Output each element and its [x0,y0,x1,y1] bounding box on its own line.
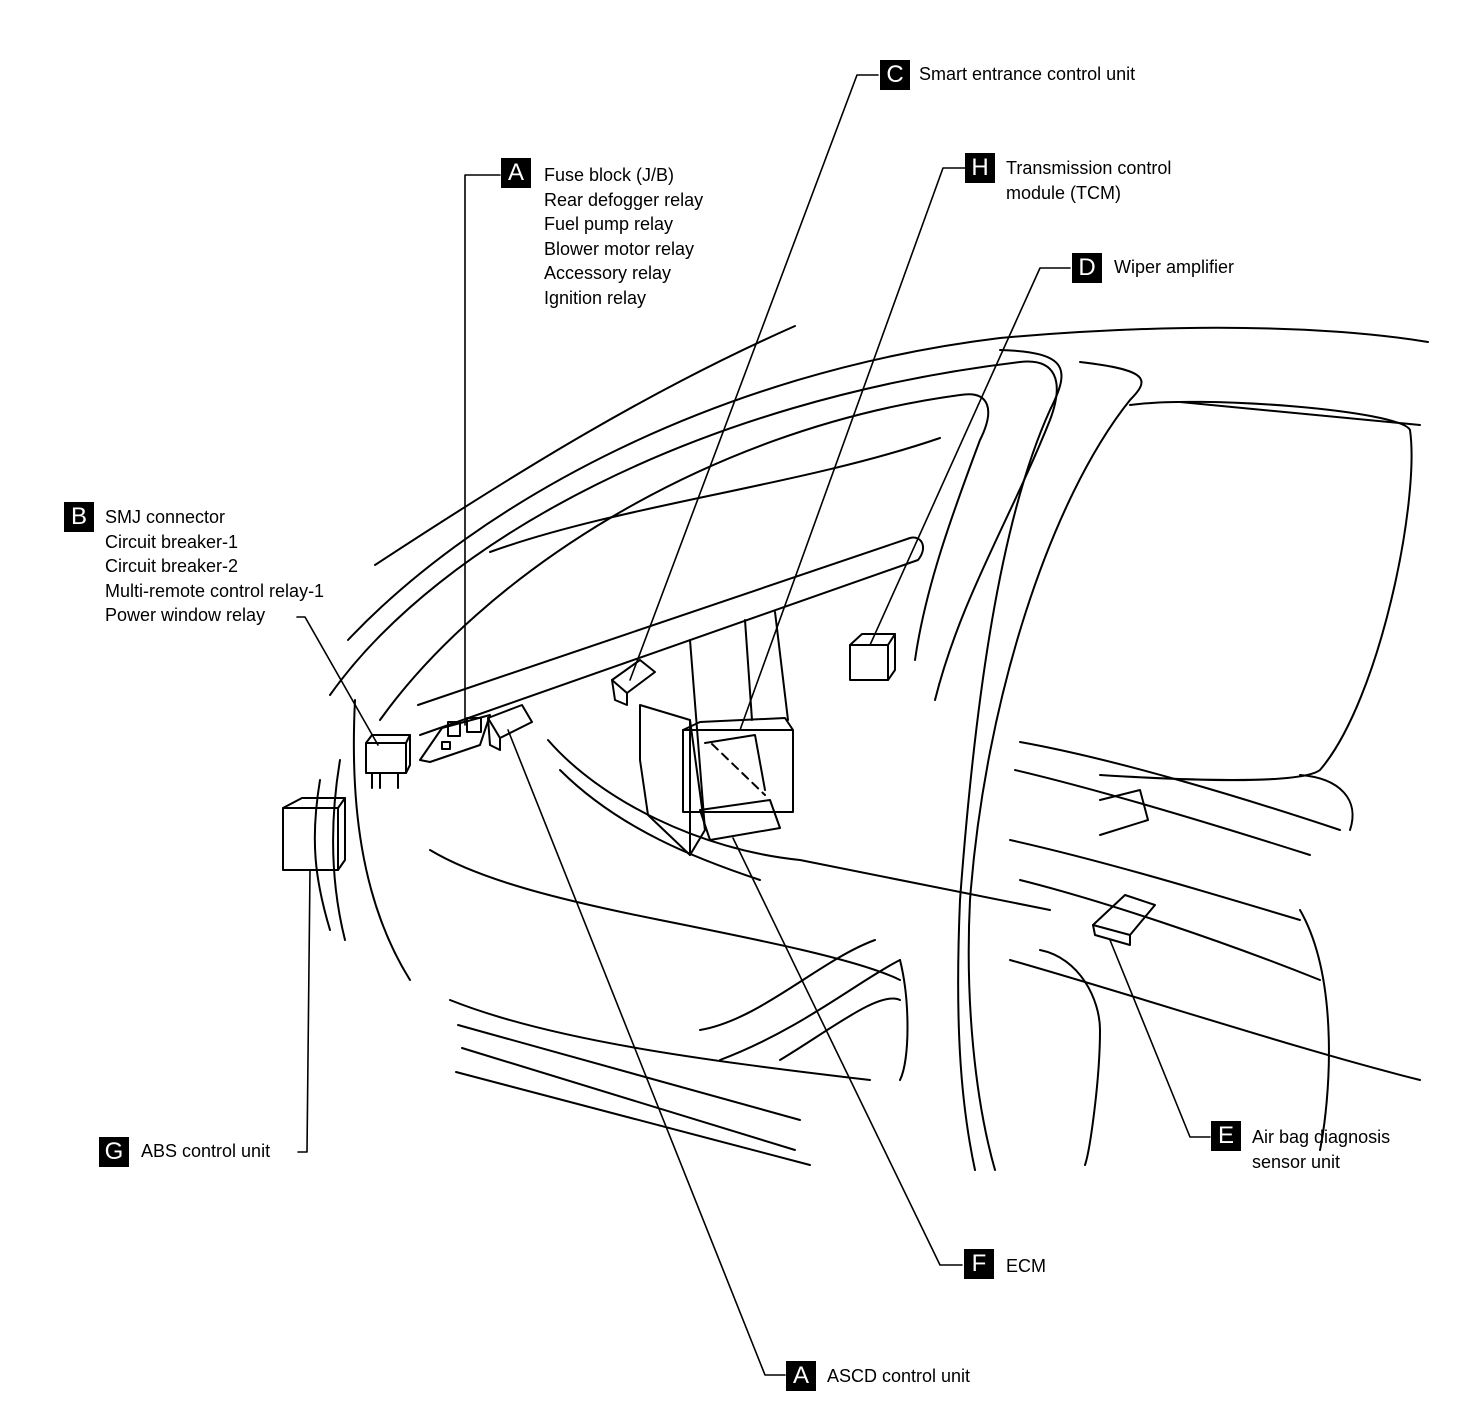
callout-labels-d: Wiper amplifier [1114,255,1234,280]
ecm-base [699,799,781,841]
leader-line-a-top [464,174,501,726]
airbag-sensor-box [1092,894,1156,946]
callout-letter-f: F [964,1249,994,1279]
callout-labels-g: ABS control unit [141,1139,270,1164]
label-wiper-amplifier: Wiper amplifier [1114,257,1235,277]
callout-labels-b: SMJ connector Circuit breaker-1 Circuit … [105,505,324,628]
kick-panel [313,699,411,981]
leader-line-d [869,267,1071,646]
door-pillar [957,349,1421,1171]
label-abs-control-unit: ABS control unit [141,1141,271,1161]
label-module-tcm: module (TCM) [1006,182,1122,203]
dashboard-outline [417,437,1051,981]
leader-line-g [297,869,311,1153]
leader-line-h [739,167,966,731]
fuse-block-box [419,714,491,763]
leader-line-c [629,74,879,681]
smart-entrance-unit-box [611,659,656,706]
ascd-control-unit-box [487,704,533,751]
components [282,633,1156,946]
label-fuel-pump-relay: Fuel pump relay [544,214,674,235]
label-ignition-relay: Ignition relay [544,287,647,308]
callout-letter-h: H [965,153,995,183]
center-console [639,611,789,856]
windshield-outline [329,325,1429,721]
wiper-amplifier-box [849,633,896,681]
label-rear-defogger-relay: Rear defogger relay [544,189,704,210]
smj-connector-box [365,734,411,789]
label-circuit-breaker-1: Circuit breaker-1 [105,531,239,552]
callout-letter-b: B [64,502,94,532]
leader-line-e [1109,939,1211,1138]
callout-labels-a: Fuse block (J/B) Rear defogger relay Fue… [544,163,703,311]
label-power-window-relay: Power window relay [105,605,266,626]
label-fuse-block: Fuse block (J/B) [544,165,675,185]
callout-labels-h: Transmission control module (TCM) [1006,156,1171,205]
label-blower-motor-relay: Blower motor relay [544,238,695,259]
floor-outline [449,741,1421,1166]
callout-letter-a: A [501,158,531,188]
label-ecm: ECM [1006,1256,1046,1276]
callout-letter-c: C [880,60,910,90]
callout-labels-f: ECM [1006,1254,1046,1279]
label-ascd-control-unit: ASCD control unit [827,1366,971,1386]
label-circuit-breaker-2: Circuit breaker-2 [105,556,239,577]
label-multi-remote-control-relay-1: Multi-remote control relay-1 [105,580,325,601]
sill-lines [455,1024,811,1166]
leader-line-f [732,837,963,1266]
callout-letter-d: D [1072,253,1102,283]
callout-labels-e: Air bag diagnosis sensor unit [1252,1125,1390,1174]
leader-lines [296,74,1211,1376]
label-air-bag-diagnosis: Air bag diagnosis [1252,1127,1391,1147]
label-smj-connector: SMJ connector [105,507,226,527]
tcm-box [682,717,794,813]
leader-line-a-bottom [507,729,786,1376]
callout-labels-c: Smart entrance control unit [919,62,1135,87]
label-transmission-control: Transmission control [1006,158,1172,178]
callout-letter-g: G [99,1137,129,1167]
label-accessory-relay: Accessory relay [544,263,672,284]
label-sensor-unit: sensor unit [1252,1151,1341,1172]
callout-labels-a-bottom: ASCD control unit [827,1364,970,1389]
leader-line-b [296,616,379,746]
callout-letter-a-bottom: A [786,1361,816,1391]
callout-letter-e: E [1211,1121,1241,1151]
label-smart-entrance-control-unit: Smart entrance control unit [919,64,1136,84]
